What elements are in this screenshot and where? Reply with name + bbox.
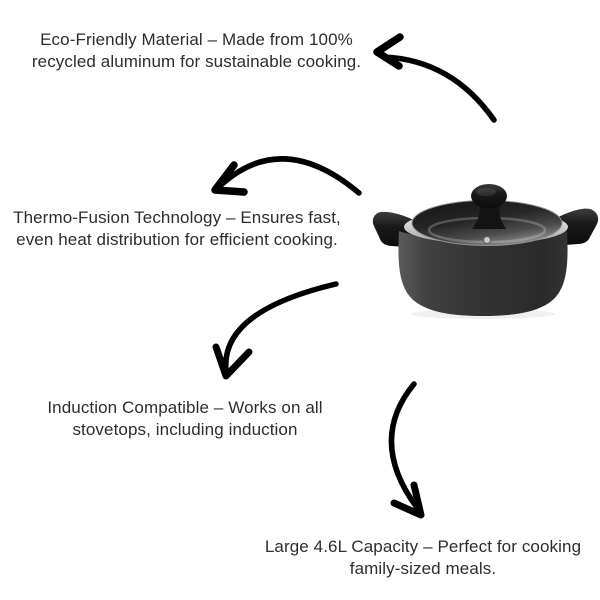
lid-knob-stem xyxy=(472,203,506,229)
lid-screw xyxy=(483,236,491,244)
feature-label-eco-friendly: Eco-Friendly Material – Made from 100% r… xyxy=(16,29,377,73)
feature-label-induction-compatible: Induction Compatible – Works on all stov… xyxy=(25,397,345,441)
curved-arrow-to-induction-icon xyxy=(212,281,339,380)
feature-text-line: recycled aluminum for sustainable cookin… xyxy=(31,52,362,71)
feature-text-line: Eco-Friendly Material – Made from 100% xyxy=(40,30,353,49)
feature-text-line: Induction Compatible – Works on all xyxy=(47,398,323,417)
curved-arrow-to-eco-friendly-icon xyxy=(373,33,497,123)
feature-text-line: family-sized meals. xyxy=(349,559,497,578)
pot-body xyxy=(398,231,568,316)
curved-arrow-to-thermo-fusion-icon xyxy=(211,156,362,196)
lid-knob-highlight xyxy=(476,188,496,196)
feature-text-line: Large 4.6L Capacity – Perfect for cookin… xyxy=(264,537,582,556)
feature-label-thermo-fusion: Thermo-Fusion Technology – Ensures fast,… xyxy=(0,207,354,251)
product-image-pot xyxy=(372,184,599,319)
lid-knob xyxy=(471,184,507,208)
feature-text-line: even heat distribution for efficient coo… xyxy=(16,230,338,249)
feature-label-large-capacity: Large 4.6L Capacity – Perfect for cookin… xyxy=(243,536,600,580)
curved-arrow-to-capacity-icon xyxy=(388,381,425,519)
feature-text-line: Thermo-Fusion Technology – Ensures fast, xyxy=(13,208,341,227)
feature-text-line: stovetops, including induction xyxy=(72,420,298,439)
